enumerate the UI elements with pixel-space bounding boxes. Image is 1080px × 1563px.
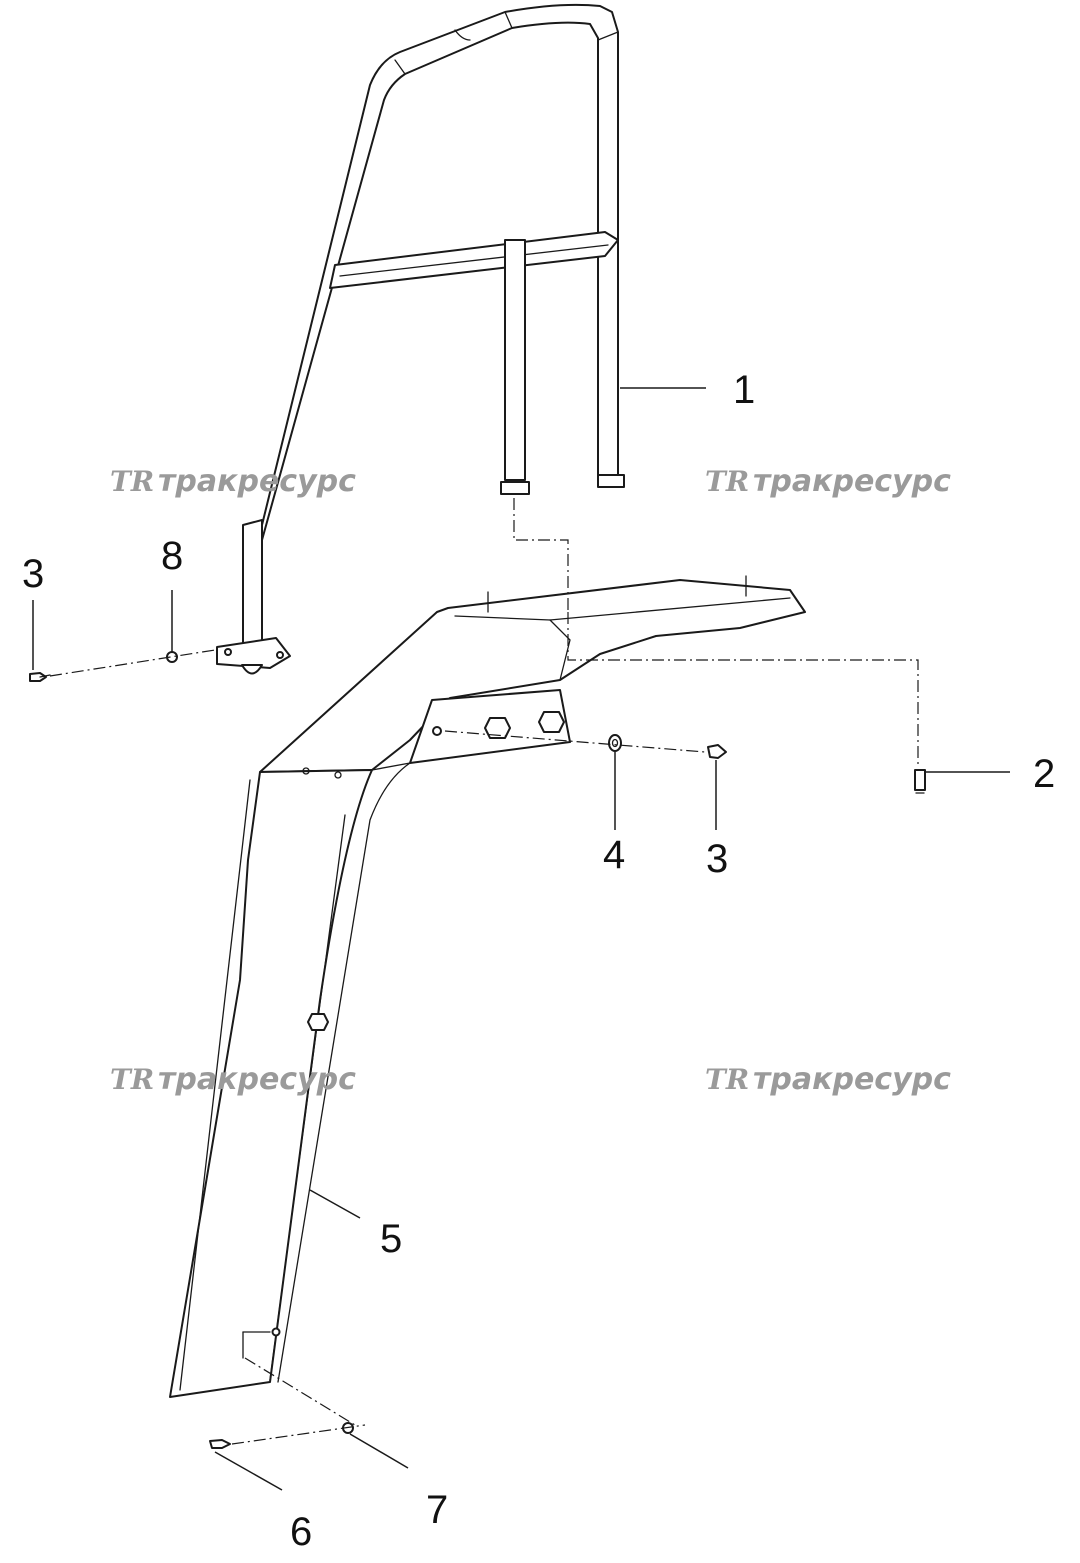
bolt-part-3-right xyxy=(707,744,727,759)
bolt-part-2 xyxy=(914,769,926,794)
watermark-text: тракресурс xyxy=(158,464,356,499)
callout-1: 1 xyxy=(733,368,755,412)
watermark-logo: TR xyxy=(110,1063,154,1096)
callout-8: 8 xyxy=(161,534,183,578)
callout-6: 6 xyxy=(290,1510,312,1554)
watermark-text: тракресурс xyxy=(158,1062,356,1097)
watermark-top-left: TR тракресурс xyxy=(110,464,356,499)
callout-2: 2 xyxy=(1033,752,1055,796)
callout-5: 5 xyxy=(380,1217,402,1261)
assembly-lines xyxy=(49,498,919,1445)
watermark-text: тракресурс xyxy=(753,1062,951,1097)
washer-part-4 xyxy=(608,734,622,752)
watermark-logo: TR xyxy=(110,465,154,498)
callout-7: 7 xyxy=(426,1488,448,1532)
fender-part-5 xyxy=(169,575,806,1398)
watermark-top-right: TR тракресурс xyxy=(705,464,951,499)
callout-labels: 1 2 3 8 4 3 5 6 7 xyxy=(22,368,1055,1554)
watermark-bottom-left: TR тракресурс xyxy=(110,1062,356,1097)
watermark-bottom-right: TR тракресурс xyxy=(705,1062,951,1097)
callout-4: 4 xyxy=(603,833,625,877)
watermark-text: тракресурс xyxy=(753,464,951,499)
bolt-part-6 xyxy=(209,1439,231,1449)
watermark-logo: TR xyxy=(705,465,749,498)
watermark-logo: TR xyxy=(705,1063,749,1096)
callout-3-left: 3 xyxy=(22,552,44,596)
handrail-part-1 xyxy=(216,3,625,675)
bolt-part-3-left xyxy=(29,672,51,682)
callout-3-right: 3 xyxy=(706,837,728,881)
leader-lines xyxy=(32,387,1010,1491)
